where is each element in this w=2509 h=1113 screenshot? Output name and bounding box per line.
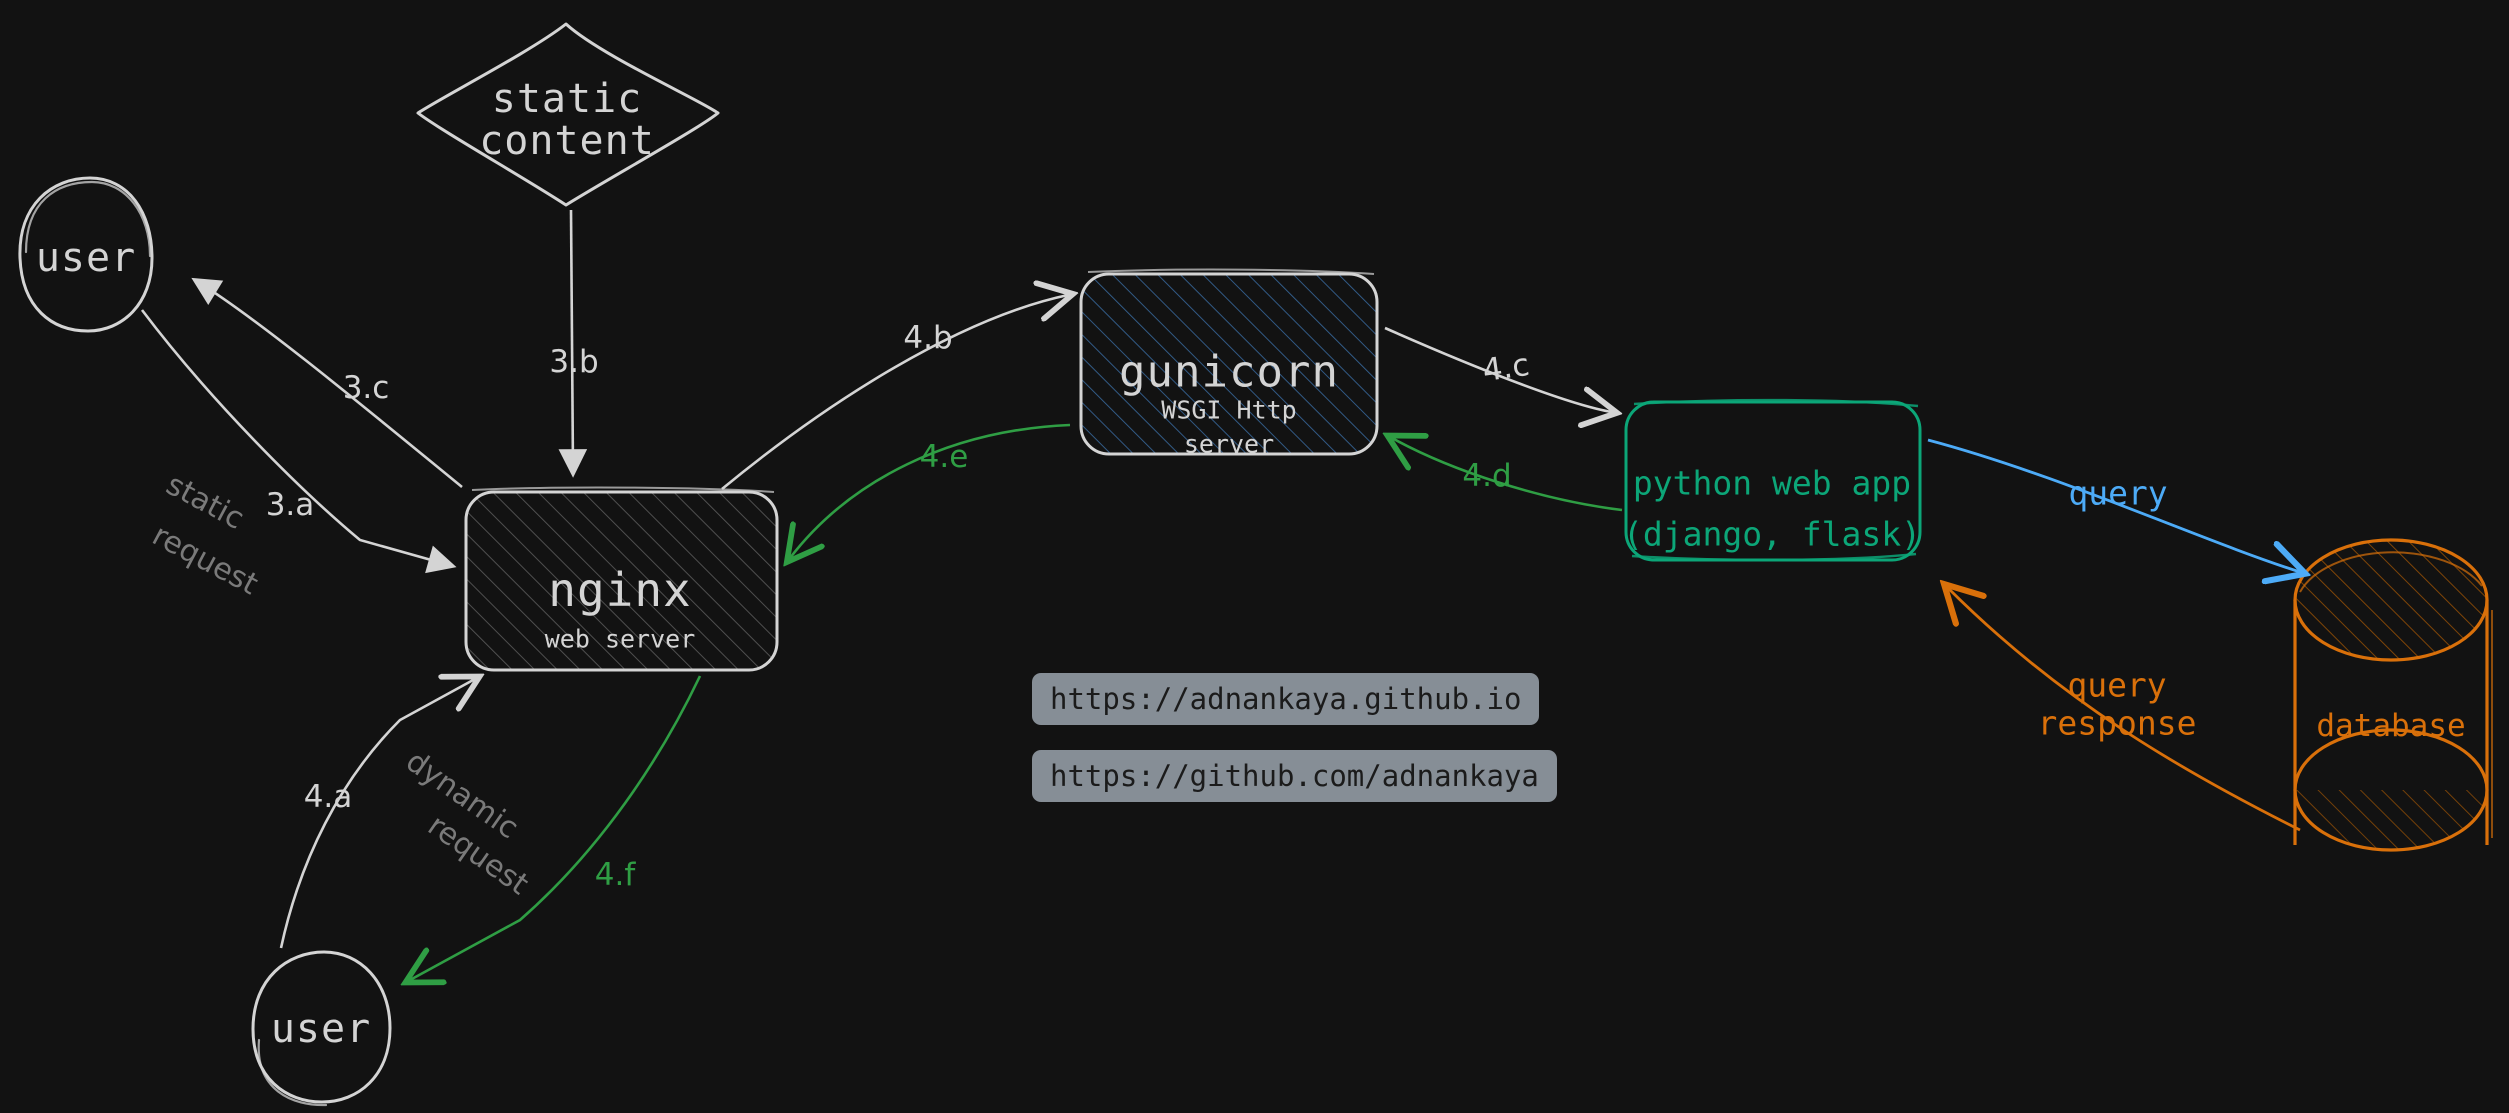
edge-query [1927, 438, 2300, 572]
node-user-top[interactable] [18, 176, 154, 333]
edge-query-response [1948, 588, 2301, 832]
edge-4d [1392, 438, 1623, 512]
edge-4a [279, 679, 475, 949]
edge-4f [410, 675, 702, 980]
node-user-bottom[interactable] [251, 950, 392, 1107]
node-database[interactable] [2293, 538, 2493, 852]
edge-4b [721, 295, 1068, 491]
node-python-app[interactable] [1624, 398, 1922, 562]
node-nginx[interactable] [464, 486, 779, 672]
edge-3c [191, 277, 463, 489]
edge-4c [1384, 326, 1612, 412]
edge-3b [558, 209, 588, 478]
link-chip-github-com[interactable]: https://github.com/adnankaya [1032, 750, 1557, 802]
edge-3a [140, 309, 457, 574]
link-chip-github-io[interactable]: https://adnankaya.github.io [1032, 673, 1540, 725]
node-static-content[interactable] [416, 22, 720, 207]
edge-4e [790, 423, 1071, 558]
node-gunicorn[interactable] [1079, 268, 1379, 456]
